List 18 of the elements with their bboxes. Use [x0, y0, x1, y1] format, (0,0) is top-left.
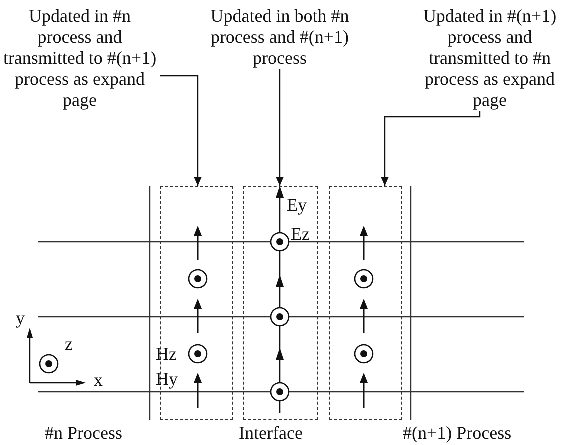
- arrow: [160, 75, 202, 186]
- region-label: Interface: [239, 423, 303, 443]
- axis-label: x: [94, 370, 103, 390]
- field-label: Hz: [156, 344, 177, 364]
- dashed-region-box: [329, 186, 402, 420]
- field-label: Ez: [291, 224, 310, 244]
- annotation-text: Updated in #(n+1) process and transmitted to #n process as expand page: [410, 6, 570, 111]
- axis-label: z: [65, 334, 73, 354]
- region-label: #(n+1) Process: [403, 423, 512, 443]
- annotation-text: Updated in #n process and transmitted to #(n+1) process as expand page: [0, 6, 160, 111]
- region-label: #n Process: [45, 423, 122, 443]
- dashed-region-box: [243, 186, 318, 420]
- field-label: Hy: [156, 369, 178, 389]
- arrow: [381, 111, 481, 186]
- annotation-text: Updated in both #n process and #(n+1) process: [200, 6, 360, 69]
- arrow: [276, 69, 284, 186]
- axis-label: y: [16, 308, 25, 328]
- field-label: Ey: [287, 195, 307, 215]
